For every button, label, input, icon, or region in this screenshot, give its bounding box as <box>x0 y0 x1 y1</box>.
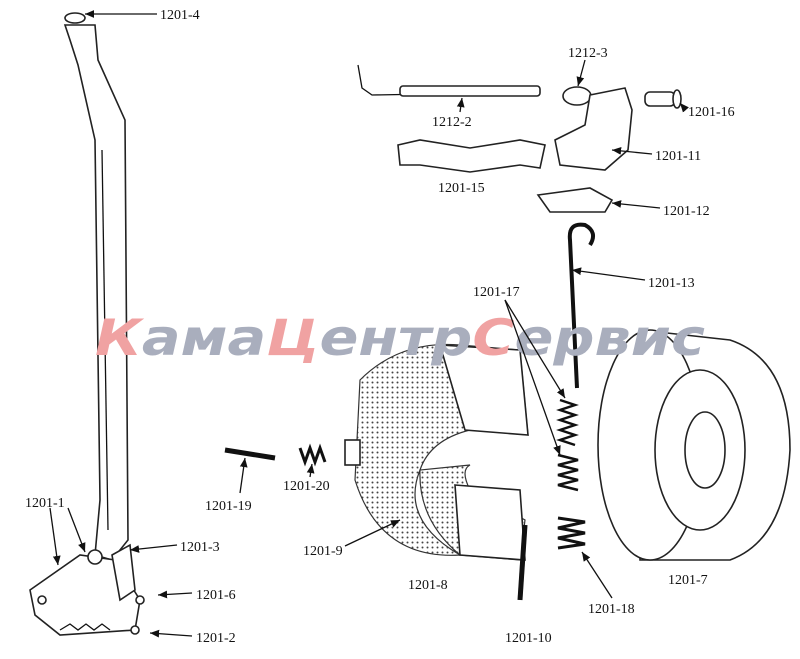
label-1201-20: 1201-20 <box>283 479 330 494</box>
ratchet-sector <box>29 554 141 636</box>
brake-drum <box>597 329 791 561</box>
label-1212-3: 1212-3 <box>568 46 608 61</box>
label-1201-9: 1201-9 <box>303 544 343 559</box>
spring-1201-18 <box>557 516 586 550</box>
block <box>536 187 614 213</box>
label-1201-15: 1201-15 <box>438 181 485 196</box>
label-1201-8: 1201-8 <box>408 578 448 593</box>
label-1201-19: 1201-19 <box>205 499 252 514</box>
brake-rod <box>357 64 592 106</box>
lever-knob <box>64 12 86 24</box>
label-1201-18: 1201-18 <box>588 602 635 617</box>
pin <box>644 89 682 109</box>
label-1201-13: 1201-13 <box>648 276 695 291</box>
hook-bolt <box>567 222 596 389</box>
label-1201-16: 1201-16 <box>688 105 735 120</box>
link-plate <box>397 139 546 173</box>
part-labels: 1201-4 1212-3 1212-2 1201-16 1201-11 120… <box>25 8 735 646</box>
label-1201-3: 1201-3 <box>180 540 220 555</box>
label-1201-12: 1201-12 <box>663 204 710 219</box>
bolt-1201-10 <box>517 524 528 601</box>
brake-lever <box>29 12 145 636</box>
pin-1201-19 <box>224 447 276 461</box>
label-1201-10: 1201-10 <box>505 631 552 646</box>
brake-band <box>344 343 529 561</box>
label-1201-6: 1201-6 <box>196 588 236 603</box>
label-1201-1: 1201-1 <box>25 496 65 511</box>
label-1201-17: 1201-17 <box>473 285 520 300</box>
pawl <box>111 543 136 602</box>
label-1201-2: 1201-2 <box>196 631 236 646</box>
label-1201-11: 1201-11 <box>655 149 701 164</box>
label-1212-2: 1212-2 <box>432 115 472 130</box>
spring-1201-17 <box>556 398 579 492</box>
spring-1201-20 <box>298 443 327 467</box>
label-1201-4: 1201-4 <box>160 8 200 23</box>
label-1201-7: 1201-7 <box>668 573 708 588</box>
leader-lines <box>49 10 689 638</box>
